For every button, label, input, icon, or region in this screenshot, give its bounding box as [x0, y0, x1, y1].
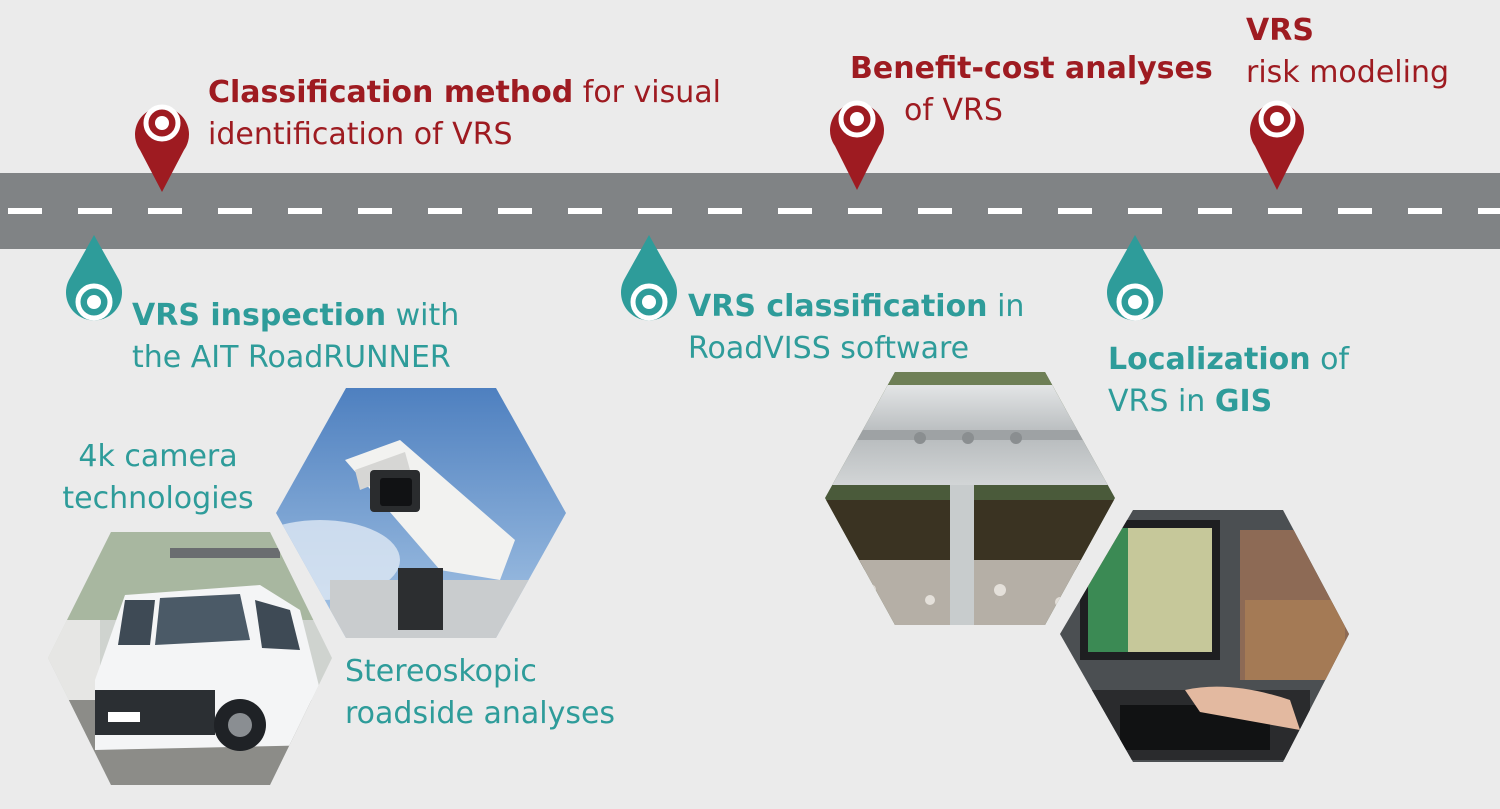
road — [0, 173, 1500, 249]
milestone-subtitle: RoadVISS software — [688, 331, 970, 366]
lane-dash — [778, 208, 812, 214]
red-marker-icon — [830, 100, 884, 190]
milestone-title-rest: for visual — [573, 75, 722, 110]
milestone-subtitle-bold: GIS — [1214, 384, 1273, 419]
lane-dash — [568, 208, 602, 214]
milestone-subtitle: identification of VRS — [208, 117, 513, 152]
milestone-subtitle: risk modeling — [1246, 55, 1450, 90]
lane-dash — [708, 208, 742, 214]
milestone-localization: Localization of VRS in GIS — [1108, 339, 1349, 423]
red-marker-icon — [1250, 100, 1304, 190]
lane-dash — [78, 208, 112, 214]
milestone-vrs-classification: VRS classification in RoadVISS software — [688, 286, 1024, 370]
lane-dash — [918, 208, 952, 214]
teal-marker-icon — [1107, 235, 1163, 321]
lane-markings — [8, 208, 1500, 214]
milestone-risk-modeling: VRS risk modeling — [1246, 10, 1449, 94]
milestone-title-rest: of — [1310, 342, 1350, 377]
teal-marker-icon — [621, 235, 677, 321]
guardrail-photo — [825, 372, 1115, 625]
laptop-keyboard-photo — [1060, 510, 1349, 762]
red-marker-icon — [135, 104, 189, 192]
lane-dash — [498, 208, 532, 214]
lane-dash — [358, 208, 392, 214]
caption-line: Stereoskopic — [345, 654, 537, 689]
milestone-title-rest: in — [987, 289, 1025, 324]
lane-dash — [1478, 208, 1500, 214]
lane-dash — [1268, 208, 1302, 214]
milestone-title: Classification method — [208, 75, 574, 110]
milestone-subtitle: of VRS — [904, 93, 1003, 128]
milestone-benefit-cost: Benefit-cost analyses of VRS — [850, 48, 1213, 132]
caption-line: roadside analyses — [345, 696, 616, 731]
lane-dash — [1338, 208, 1372, 214]
lane-dash — [218, 208, 252, 214]
caption-line: 4k camera — [78, 439, 238, 474]
milestone-classification-method: Classification method for visual identif… — [208, 72, 721, 156]
lane-dash — [1408, 208, 1442, 214]
milestone-subtitle: VRS in — [1108, 384, 1215, 419]
lane-dash — [288, 208, 322, 214]
lane-dash — [988, 208, 1022, 214]
teal-marker-icon — [66, 235, 122, 321]
milestone-title: Benefit-cost analyses — [850, 51, 1213, 86]
milestone-title-rest: with — [386, 298, 460, 333]
lane-dash — [1198, 208, 1232, 214]
lane-dash — [428, 208, 462, 214]
lane-dash — [1058, 208, 1092, 214]
lane-dash — [8, 208, 42, 214]
caption-stereoscopic: Stereoskopic roadside analyses — [345, 651, 615, 735]
lane-dash — [638, 208, 672, 214]
milestone-subtitle: the AIT RoadRUNNER — [132, 340, 451, 375]
milestone-title: VRS — [1246, 13, 1314, 48]
lane-dash — [1128, 208, 1162, 214]
milestone-vrs-inspection: VRS inspection with the AIT RoadRUNNER — [132, 295, 459, 379]
caption-camera-technologies: 4k camera technologies — [58, 436, 258, 520]
lane-dash — [148, 208, 182, 214]
lane-dash — [848, 208, 882, 214]
milestone-title: VRS classification — [688, 289, 988, 324]
van-photo — [48, 532, 332, 785]
caption-line: technologies — [62, 481, 254, 516]
milestone-title: Localization — [1108, 342, 1311, 377]
milestone-title: VRS inspection — [132, 298, 387, 333]
